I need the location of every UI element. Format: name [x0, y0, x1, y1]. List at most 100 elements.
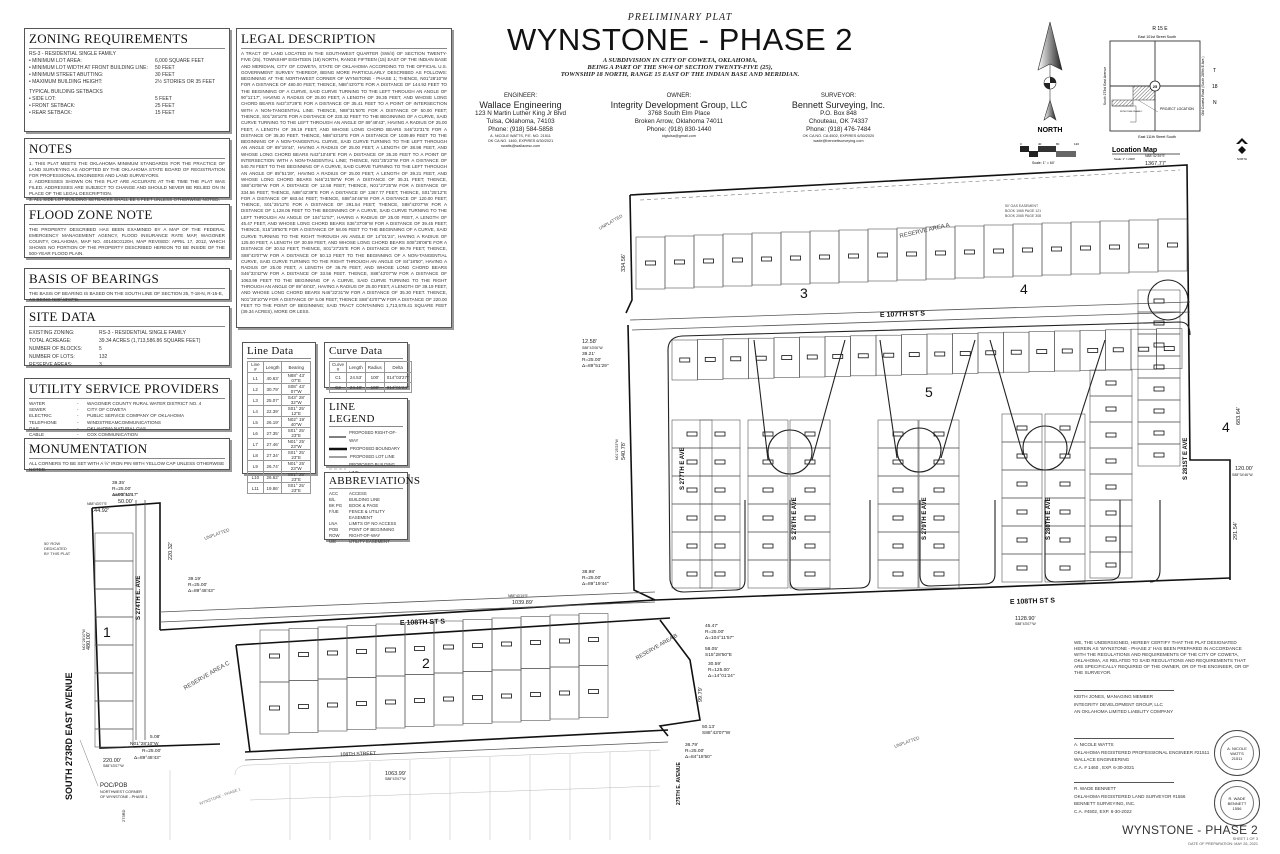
street-label-s278: S 278TH E AVE: [792, 497, 798, 540]
svg-text:R 15 E: R 15 E: [1152, 26, 1168, 32]
svg-text:Δ=89°48'43": Δ=89°48'43": [134, 755, 161, 761]
owner-name: Integrity Development Group, LLC: [610, 100, 748, 110]
utility-item: GAS-OKLAHOMA NATURAL GAS: [29, 425, 146, 431]
street-label-e107: E 107TH ST S: [880, 310, 926, 319]
basis-of-bearings-panel: BASIS OF BEARINGS THE BASIS OF BEARING I…: [24, 268, 230, 302]
flood-text: THE PROPERTY DESCRIBED HAS BEEN EXAMINED…: [29, 227, 225, 256]
svg-text:OF WYNSTONE - PHASE 1: OF WYNSTONE - PHASE 1: [100, 795, 148, 799]
engineer-phone: Phone: (918) 584-5858: [488, 126, 553, 133]
svg-text:East 111th Street South: East 111th Street South: [1138, 135, 1176, 139]
engineer-address1: 123 N Martin Luther King Jr Blvd: [475, 110, 566, 117]
engineer-role: ENGINEER:: [503, 93, 537, 99]
svg-text:273RD: 273RD: [121, 809, 126, 822]
svg-text:WYNSTONE PHASE 1: WYNSTONE PHASE 1: [1120, 110, 1143, 113]
svg-text:S88°43'07"W: S88°43'07"W: [385, 777, 406, 781]
site-data-item: EXISTING ZONING:RS-3 - RESIDENTIAL SINGL…: [29, 330, 186, 336]
svg-text:38.98': 38.98': [582, 569, 595, 575]
engineer-email: nwatts@wallacesc.com: [500, 144, 541, 148]
svg-text:36.79': 36.79': [685, 742, 698, 748]
svg-text:N88°31'50"E: N88°31'50"E: [113, 493, 134, 497]
engineer-license: A. NICOLE WATTS, P.E. NO. 21511: [490, 134, 551, 138]
svg-text:BOOK 2065 PAGE 308: BOOK 2065 PAGE 308: [1005, 214, 1041, 218]
block-3-lots: [635, 218, 1188, 290]
dim-e99: 99.79': [698, 687, 704, 702]
svg-text:BY THIS PLAT: BY THIS PLAT: [44, 551, 71, 556]
svg-text:R=25.00': R=25.00': [705, 629, 724, 635]
zoning-item: • MINIMUM LOT WIDTH AT FRONT BUILDING LI…: [29, 65, 175, 71]
dim-east2: 291.54': [1233, 522, 1239, 540]
svg-text:N88°42'39"E: N88°42'39"E: [1145, 154, 1166, 158]
svg-text:N01°25'23"W: N01°25'23"W: [615, 438, 619, 460]
location-map: R 15 E East 101st Street South WYNSTONE …: [1103, 26, 1248, 161]
reserve-area-b-label: RESERVE AREA B: [635, 633, 679, 662]
svg-text:5.08': 5.08': [150, 734, 160, 740]
utilities-title: UTILITY SERVICE PROVIDERS: [29, 381, 225, 399]
surveyor-email: wade@bennettsurveying.com: [813, 139, 864, 143]
svg-text:39.21': 39.21': [582, 351, 595, 357]
bearings-title: BASIS OF BEARINGS: [29, 271, 225, 289]
note-item: 2. ADDRESSES SHOWN ON THIS PLAT ARE ACCU…: [29, 179, 225, 196]
curve-data-title: Curve Data: [329, 345, 403, 359]
block-number-5: 5: [925, 384, 933, 400]
site-data-panel: SITE DATA EXISTING ZONING:RS-3 - RESIDEN…: [24, 306, 230, 368]
svg-text:N: N: [1213, 100, 1217, 106]
block-1-lots: [94, 532, 134, 748]
owner-address1: 3768 South Elm Place: [647, 110, 711, 117]
zoning-item: • MINIMUM STREET ABUTTING:30 FEET: [29, 72, 175, 78]
svg-text:N88°43'19"E: N88°43'19"E: [508, 594, 529, 598]
svg-text:East 101st Street South: East 101st Street South: [1138, 35, 1176, 39]
svg-text:R=25.00': R=25.00': [142, 748, 161, 754]
zoning-district: RS-3 - RESIDENTIAL SINGLE FAMILY: [29, 51, 116, 57]
svg-text:N01°28'10"W: N01°28'10"W: [130, 741, 159, 747]
dim-jog2: 220.32': [168, 542, 174, 560]
site-data-item: NUMBER OF LOTS:132: [29, 354, 108, 360]
street-label-s274: S 274TH E. AVE: [136, 576, 142, 620]
signature-engineer: A. NICOLE WATTS OKLAHOMA REGISTERED PROF…: [1074, 738, 1224, 771]
dim-north: 1367.77': [1145, 161, 1166, 167]
note-item: 1. THIS PLAT MEETS THE OKLAHOMA MINIMUM …: [29, 161, 225, 178]
svg-text:Δ=84°18'50": Δ=84°18'50": [685, 754, 712, 760]
svg-text:18: 18: [1212, 84, 1218, 90]
svg-text:R=25.00': R=25.00': [582, 575, 601, 581]
boundary-lines: [91, 164, 1231, 753]
interior-street-lines: [667, 279, 1191, 593]
utility-item: WATER-WAGONER COUNTY RURAL WATER DISTRIC…: [29, 401, 202, 406]
site-data-item: RESERVE AREAS:3: [29, 362, 102, 368]
dim-west: 480.00': [86, 632, 92, 650]
site-data-item: TOTAL ACREAGE:39.34 ACRES (1,713,586.86 …: [29, 338, 201, 344]
engineer-name: Wallace Engineering: [479, 100, 562, 110]
engineer-ca: OK CA NO. 1460, EXPIRES 6/30/2021: [487, 139, 554, 143]
subtitle-line-1: A SUBDIVISION IN CITY OF COWETA, OKLAHOM…: [602, 57, 758, 64]
setback-item: • FRONT SETBACK:25 FEET: [29, 103, 175, 109]
block-2-lots: [259, 613, 609, 735]
svg-text:NORTH: NORTH: [1038, 127, 1063, 134]
svg-text:39.35': 39.35': [112, 480, 125, 486]
zoning-item: • MAXIMUM BUILDING HEIGHT:2½ STORIES OR …: [29, 79, 216, 85]
legal-title: LEGAL DESCRIPTION: [241, 31, 447, 49]
svg-text:Δ=14°01'24": Δ=14°01'24": [708, 673, 735, 679]
signature-owner: KEITH JONES, MANAGING MEMBER INTEGRITY D…: [1074, 690, 1194, 716]
dim-west-inner: 540.78': [621, 442, 627, 460]
svg-text:S88°43'07"W: S88°43'07"W: [1015, 622, 1036, 626]
dim-sw: 220.00': [103, 758, 121, 764]
svg-text:South 273rd East Avenue: South 273rd East Avenue: [1103, 67, 1107, 106]
contacts-block: ENGINEER: Wallace Engineering 123 N Mart…: [475, 92, 885, 149]
svg-text:80: 80: [1056, 142, 1060, 146]
dim-east: 683.64': [1236, 407, 1242, 425]
surveyor-phone: Phone: (918) 476-7484: [806, 126, 871, 133]
setbacks-title: TYPICAL BUILDING SETBACKS: [29, 89, 103, 95]
block-4-lots: [1089, 289, 1181, 579]
street-label-s273: SOUTH 273RD EAST AVENUE: [64, 672, 74, 800]
svg-text:Δ=104°11'57": Δ=104°11'57": [705, 635, 734, 641]
svg-text:S88°34'46"W: S88°34'46"W: [1232, 473, 1253, 477]
abbreviations-title: ABBREVIATIONS: [329, 475, 421, 489]
